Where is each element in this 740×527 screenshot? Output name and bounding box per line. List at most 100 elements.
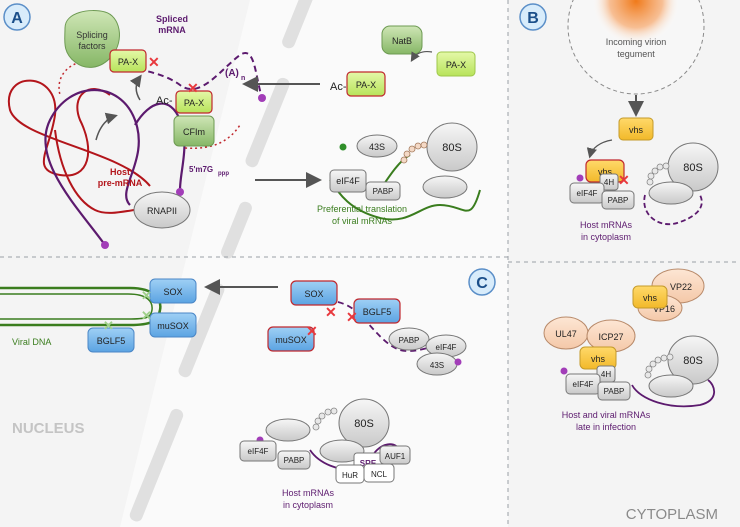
svg-text:PABP: PABP — [373, 187, 394, 196]
rnapii: RNAPII — [133, 191, 191, 229]
svg-text:C: C — [476, 275, 488, 292]
translation-complex-b1: vhs ✕ 4H eIF4F PABP 80S — [569, 142, 719, 226]
natb-arrow — [410, 50, 433, 63]
panel-c-badge: C — [468, 268, 496, 296]
late-infection-label-2: late in infection — [576, 422, 636, 432]
translation-complex-a: 80S 43S eIF4F PABP — [329, 122, 481, 221]
svg-text:vhs: vhs — [591, 354, 606, 364]
svg-text:vhs: vhs — [598, 167, 613, 177]
svg-text:tegument: tegument — [617, 49, 655, 59]
poly-a-dot — [258, 94, 266, 102]
poly-a-subscript: n — [241, 75, 245, 82]
cfim-box: CFIm — [173, 115, 215, 147]
svg-text:SOX: SOX — [304, 289, 323, 299]
svg-text:eIF4F: eIF4F — [573, 380, 594, 389]
host-premrna-label: Host — [110, 167, 130, 177]
poly-a-label: (A) — [225, 68, 239, 79]
cap-subscript: ppp — [218, 171, 229, 177]
svg-text:HuR: HuR — [342, 471, 358, 480]
host-cyto-c-label: Host mRNAs — [282, 488, 335, 498]
svg-text:eIF4F: eIF4F — [336, 176, 360, 186]
svg-text:vhs: vhs — [643, 293, 658, 303]
svg-text:B: B — [527, 10, 539, 27]
svg-text:NCL: NCL — [371, 470, 388, 479]
panel-b-badge: B — [519, 3, 547, 31]
cap-dot — [176, 188, 184, 196]
translation-complex-b2: VP22 VP16 vhs UL47 ICP27 vhs 4H — [543, 268, 719, 408]
bglf5-nuclear: BGLF5 — [87, 327, 135, 353]
pa-x-box: PA-X — [109, 49, 147, 73]
ribosome-80s-a: 80S — [422, 122, 478, 199]
host-cyto-b-label-2: in cytoplasm — [581, 232, 631, 242]
ac-pa-x-box: PA-X — [175, 90, 213, 114]
svg-text:80S: 80S — [683, 355, 703, 367]
vhs-arrow — [586, 139, 613, 159]
viral-premrna-strand — [44, 88, 140, 246]
svg-text:43S: 43S — [430, 361, 444, 370]
host-premrna-strand — [7, 79, 151, 187]
svg-text:80S: 80S — [354, 418, 374, 430]
svg-text:PA-X: PA-X — [118, 57, 138, 67]
virion-tegument: Incoming virion tegument — [567, 0, 705, 95]
svg-text:eIF4F: eIF4F — [248, 447, 269, 456]
vhs-free: vhs — [618, 117, 654, 141]
viral-dna-label: Viral DNA — [12, 337, 51, 347]
svg-text:vhs: vhs — [629, 125, 644, 135]
host-premrna-label-2: pre-mRNA — [98, 178, 143, 188]
svg-text:RNAPII: RNAPII — [147, 206, 177, 216]
cleavage-cross: ✕ — [148, 54, 160, 70]
cleavage-cross: ✕ — [187, 80, 199, 96]
svg-text:✕: ✕ — [306, 323, 318, 339]
preferential-label-2: of viral mRNAs — [332, 216, 393, 226]
translation-complex-c: eIF4F PABP 80S SRE AUF1 HuR NCL — [239, 398, 411, 484]
svg-text:BGLF5: BGLF5 — [363, 307, 392, 317]
svg-text:AUF1: AUF1 — [385, 452, 406, 461]
musox-nuclear: muSOX — [149, 312, 197, 338]
sox-nuclear: SOX — [149, 278, 197, 304]
svg-text:muSOX: muSOX — [275, 335, 307, 345]
ribosome-43s-a: 43S — [356, 134, 398, 158]
host-cyto-b-label: Host mRNAs — [580, 220, 633, 230]
svg-text:PABP: PABP — [608, 196, 629, 205]
svg-text:A: A — [11, 10, 23, 27]
eif4f-a: eIF4F — [329, 169, 367, 193]
cytoplasm-background-left — [120, 0, 508, 527]
svg-text:eIF4F: eIF4F — [577, 189, 598, 198]
natb-box: NatB — [381, 25, 423, 55]
svg-text:Incoming virion: Incoming virion — [606, 37, 667, 47]
svg-text:BGLF5: BGLF5 — [97, 336, 126, 346]
svg-text:VP22: VP22 — [670, 282, 692, 292]
acetyl-label-free: Ac- — [330, 81, 347, 93]
panel-a-badge: A — [3, 3, 31, 31]
spliced-mrna-label-2: mRNA — [158, 25, 186, 35]
svg-text:VP16: VP16 — [653, 304, 675, 314]
polya-beads-a — [400, 141, 428, 164]
dna-cross: ✕ — [141, 308, 152, 323]
svg-text:Splicing: Splicing — [76, 30, 108, 40]
svg-text:✕: ✕ — [618, 172, 630, 188]
svg-text:43S: 43S — [369, 142, 385, 152]
dna-cross: ✕ — [103, 318, 114, 333]
preferential-label: Preferential translation — [317, 204, 407, 214]
curved-arrow — [129, 74, 142, 101]
viral-dna-strand-inner — [0, 293, 153, 320]
svg-text:4H: 4H — [604, 178, 614, 187]
svg-text:eIF4F: eIF4F — [436, 343, 457, 352]
viral-dna-strand — [0, 286, 162, 327]
cap-dot — [101, 241, 109, 249]
spliced-mrna-label: Spliced — [156, 14, 188, 24]
curved-arrow — [95, 112, 118, 141]
decay-complex-c: SOX BGLF5 muSOX ✕ ✕ ✕ PABP eIF4F 43S — [267, 280, 467, 376]
svg-text:PA-X: PA-X — [184, 98, 204, 108]
ac-pa-x-free: PA-X — [346, 71, 386, 97]
svg-text:80S: 80S — [683, 162, 703, 174]
svg-text:PA-X: PA-X — [356, 80, 376, 90]
svg-text:PABP: PABP — [284, 456, 305, 465]
svg-text:factors: factors — [78, 41, 106, 51]
svg-text:CFIm: CFIm — [183, 127, 205, 137]
svg-text:PABP: PABP — [399, 336, 420, 345]
svg-text:UL47: UL47 — [555, 329, 577, 339]
svg-text:muSOX: muSOX — [157, 321, 189, 331]
svg-text:✕: ✕ — [325, 304, 337, 320]
